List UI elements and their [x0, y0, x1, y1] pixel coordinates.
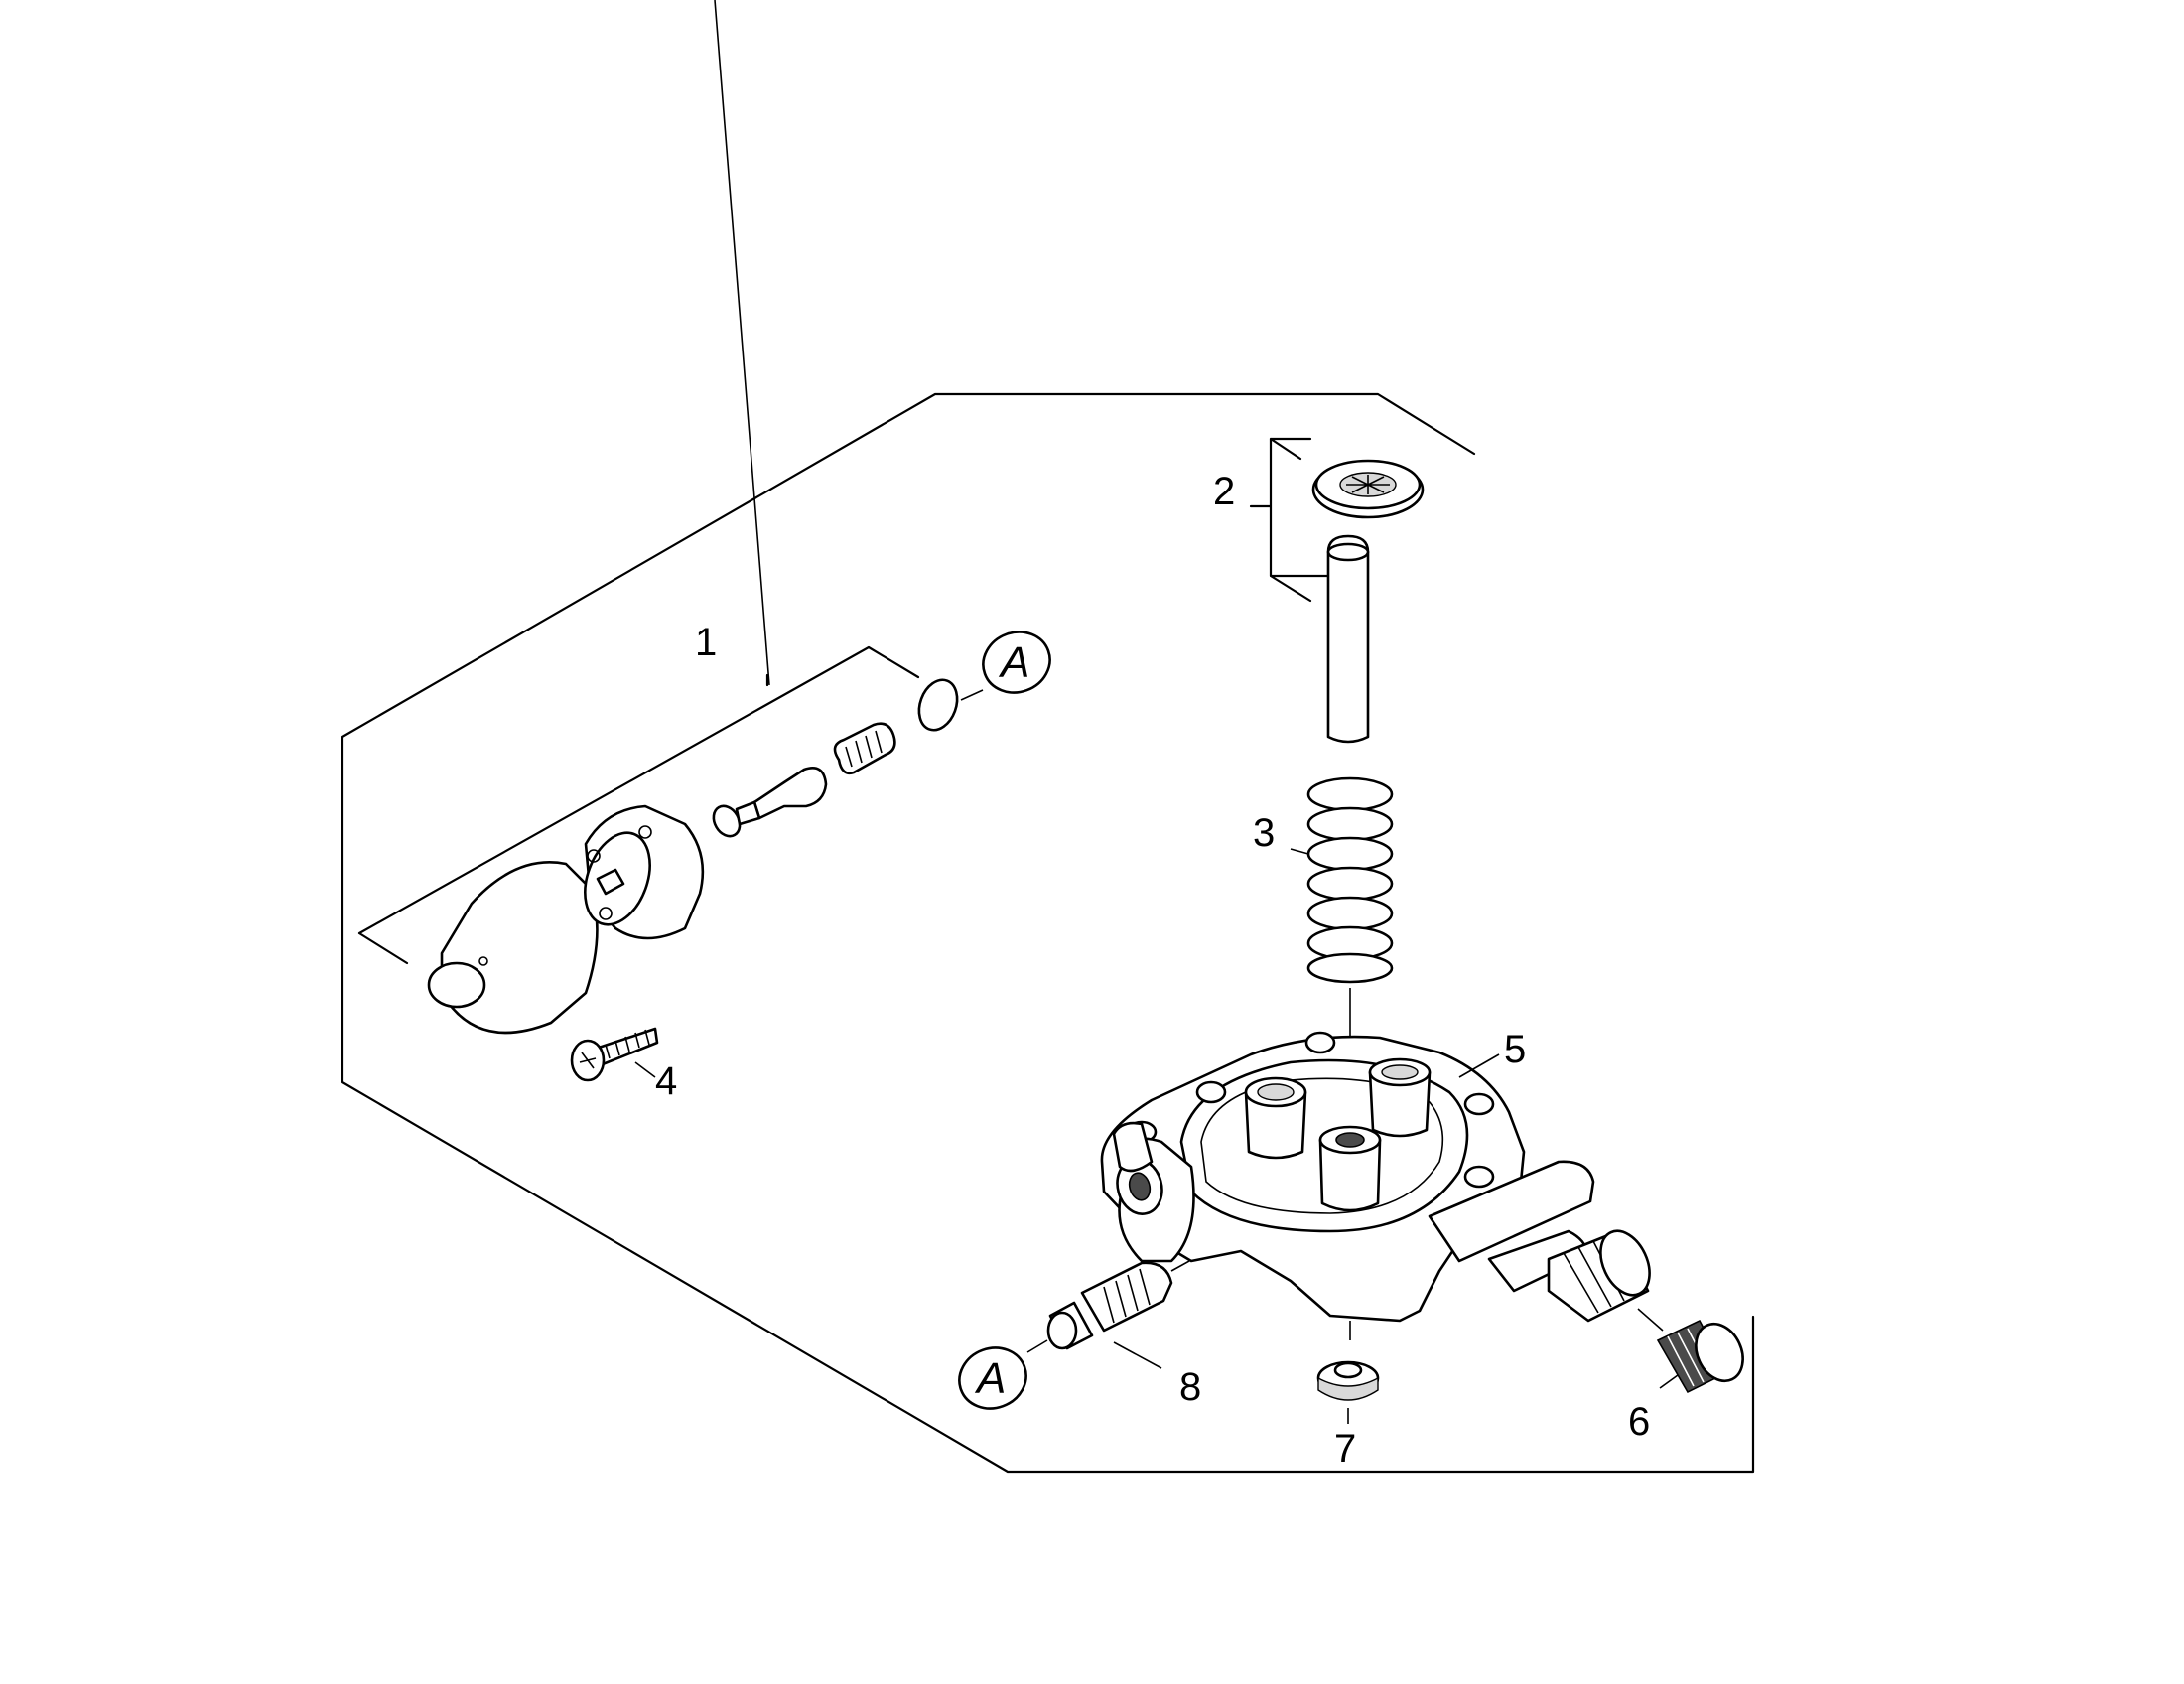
part-6-filter — [1637, 1308, 1744, 1394]
part-5-pump-head — [1100, 1031, 1651, 1340]
ref-label-bottom: A — [974, 1354, 1006, 1403]
valve-spring — [833, 722, 896, 774]
assembly-frame — [341, 392, 1755, 1474]
part-6-axis-line — [1637, 1308, 1664, 1332]
part-4-leader — [634, 1061, 656, 1078]
callout-7: 7 — [1334, 1427, 1356, 1471]
part-5-leader — [1458, 1053, 1500, 1078]
part-3-spring — [1290, 776, 1394, 1132]
callout-5: 5 — [1504, 1028, 1526, 1071]
ref-label-top: A — [998, 638, 1029, 687]
callout-1: 1 — [695, 621, 717, 664]
part-8-valve: A — [958, 1260, 1190, 1410]
part-2-bracket — [1249, 437, 1337, 603]
o-ring-large — [917, 678, 959, 732]
part-2-assembly — [1249, 437, 1425, 744]
part-1-leader — [714, 0, 770, 686]
callout-6: 6 — [1628, 1400, 1650, 1444]
valve-cap — [427, 861, 599, 1035]
ref-circle-top — [982, 631, 1051, 694]
seal-washer — [1311, 459, 1425, 519]
part-3-leader — [1290, 848, 1309, 855]
part-8-leader — [1113, 1341, 1162, 1369]
valve-piston — [735, 767, 828, 826]
part-1-assembly: A — [357, 0, 1051, 1035]
part-1-bracket — [357, 645, 920, 965]
callout-3: 3 — [1253, 811, 1275, 855]
part-6-leader — [1659, 1374, 1679, 1389]
ref-leader-bottom — [1026, 1339, 1048, 1353]
callout-2: 2 — [1213, 470, 1235, 513]
part-8-axis-line — [1170, 1260, 1190, 1272]
valve-body — [584, 804, 705, 940]
part-4-screw — [570, 1027, 659, 1082]
callout-4: 4 — [655, 1059, 677, 1103]
plunger-pin — [1326, 534, 1370, 744]
callout-8: 8 — [1179, 1365, 1201, 1409]
ref-leader-top — [960, 689, 984, 701]
part-7-seal — [1316, 1360, 1380, 1424]
ref-circle-bottom — [958, 1346, 1027, 1410]
